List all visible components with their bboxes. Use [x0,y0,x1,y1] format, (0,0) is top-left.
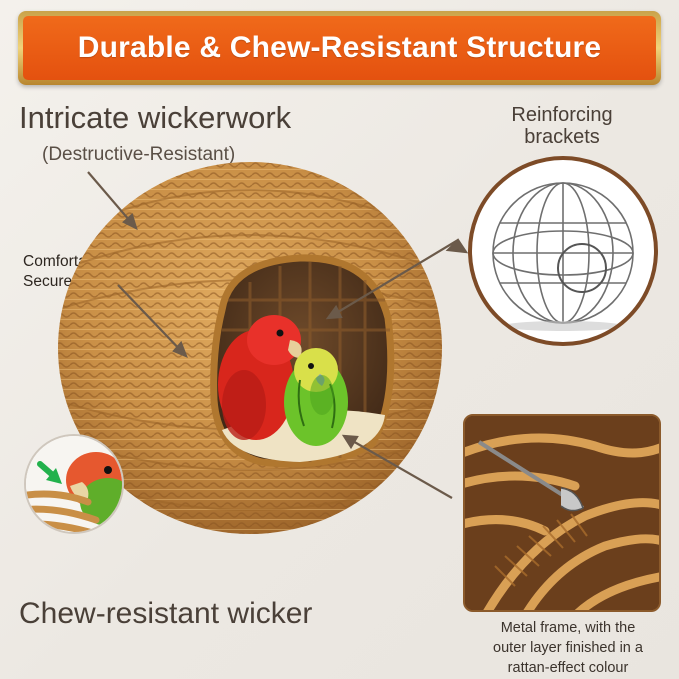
reinforcing-brackets-label: Reinforcing brackets [492,104,632,148]
metal-caption-line3: rattan-effect colour [507,660,629,676]
arrow-icon [117,284,187,357]
metal-frame-detail [463,414,661,612]
destructive-resistant-label: (Destructive-Resistant) [42,144,236,165]
wire-frame-icon [492,182,634,331]
bracket-detail-circle [468,156,658,346]
arrow-icon [172,340,188,359]
arrow-icon [341,434,359,450]
arrow-icon [445,238,469,254]
brackets-label-line1: Reinforcing [511,104,613,126]
intricate-wickerwork-label: Intricate wickerwork [19,100,292,135]
green-arrow-icon [37,461,62,484]
green-budgie [284,348,348,446]
metal-caption-line1: Metal frame, with the [500,620,636,636]
chewing-bird-thumbnail [24,434,124,534]
arrow-icon [325,304,343,320]
rattan-closeup [465,416,659,610]
chewing-bird-illustration [26,436,122,532]
metal-frame-caption: Metal frame, with the outer layer finish… [468,618,668,678]
chew-resistant-wicker-label: Chew-resistant wicker [19,597,313,630]
title-banner-inner: Durable & Chew-Resistant Structure [23,16,656,80]
banner-title: Durable & Chew-Resistant Structure [77,31,602,64]
brackets-label-line2: brackets [524,126,600,148]
arrow-icon [327,239,459,319]
arrow-icon [122,213,138,231]
arrow-icon [343,435,453,499]
title-banner: Durable & Chew-Resistant Structure [18,11,661,85]
metal-caption-line2: outer layer finished in a [493,640,643,656]
red-lovebird [218,315,302,440]
